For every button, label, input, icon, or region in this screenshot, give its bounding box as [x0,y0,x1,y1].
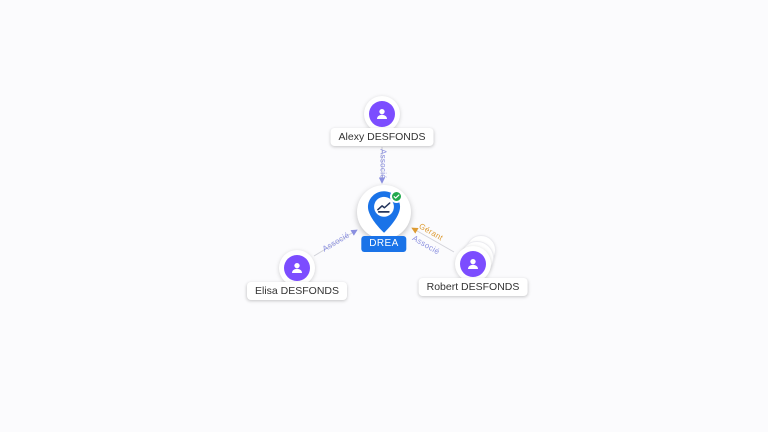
chart-icon [377,202,391,213]
avatar[interactable] [455,246,491,282]
company-name-label[interactable]: DREA [361,236,407,252]
person-name-label[interactable]: Elisa DESFONDS [246,282,348,300]
person-name-label[interactable]: Robert DESFONDS [418,278,528,296]
edge-elisa-drea [313,229,358,257]
avatar[interactable] [279,250,315,286]
person-name-label[interactable]: Alexy DESFONDS [330,128,434,146]
company-node-circle[interactable] [357,185,411,239]
person-icon [369,101,395,127]
person-icon [460,251,486,277]
edge-robert-drea [411,227,455,253]
verified-check-icon [390,190,403,203]
avatar[interactable] [364,96,400,132]
person-icon [284,255,310,281]
